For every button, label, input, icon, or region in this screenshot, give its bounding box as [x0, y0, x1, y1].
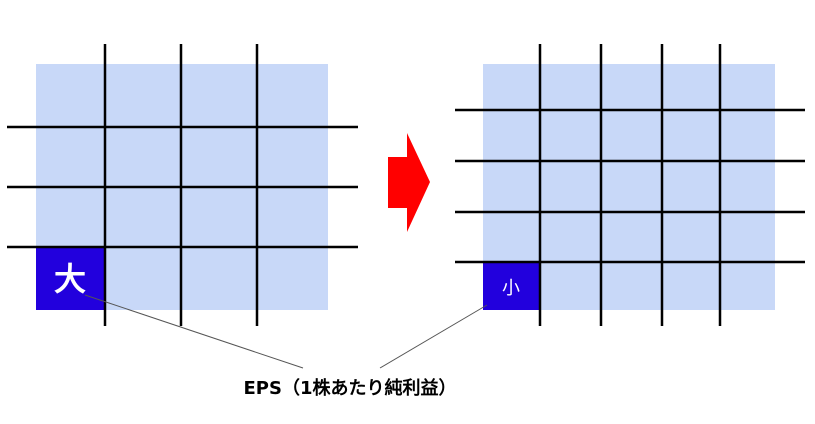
right-highlight-cell: [483, 263, 540, 310]
left-grid: 大: [7, 44, 358, 326]
left-cell-label: 大: [54, 260, 86, 298]
right-cell-label: 小: [502, 278, 520, 299]
left-connector-line: [84, 294, 304, 369]
left-highlight-cell: [36, 247, 105, 310]
eps-caption: EPS（1株あたり純利益）: [244, 377, 457, 399]
right-connector-line: [379, 304, 488, 369]
right-arrow-icon: [388, 133, 430, 232]
right-grid: 小: [455, 44, 805, 326]
